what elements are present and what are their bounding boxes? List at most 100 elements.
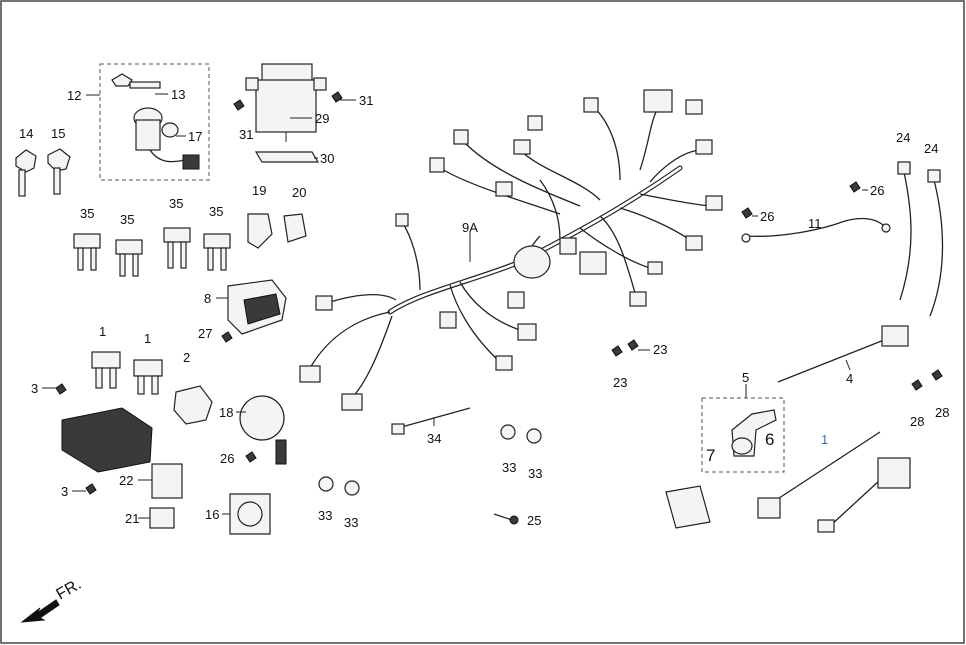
label-21: 21 [125, 511, 139, 526]
fuse-35-a-leg2 [90, 247, 97, 271]
label-6: 6 [765, 430, 774, 449]
label-1-b: 1 [144, 331, 151, 346]
harness-branch-q [589, 103, 621, 181]
rectifier-block [61, 407, 153, 473]
regulator-8-group [221, 279, 287, 343]
label-28-b: 28 [935, 405, 949, 420]
fuse-35-d-leg2 [220, 247, 227, 271]
connector-12 [629, 291, 647, 307]
label-12: 12 [67, 88, 81, 103]
key-13 [111, 73, 133, 87]
fuse-1-a [91, 351, 121, 369]
key-blade-13 [129, 81, 161, 89]
label-8: 8 [204, 291, 211, 306]
relay-21 [149, 507, 175, 529]
label-2: 2 [183, 350, 190, 365]
connector-3 [315, 295, 333, 311]
label-29: 29 [315, 111, 329, 126]
cable-tie-24-a-head [897, 161, 911, 175]
fuse-35-b-leg2 [132, 253, 139, 277]
connector-14 [705, 195, 723, 211]
label-31-a: 31 [239, 127, 253, 142]
label-26-a: 26 [220, 451, 234, 466]
screw-31-left [233, 99, 245, 111]
relay-20 [283, 213, 307, 243]
starter-relay [665, 485, 711, 529]
label-24-b: 24 [924, 141, 938, 156]
bolt-28-b [931, 369, 943, 381]
harness-branch-n [519, 149, 601, 201]
label-24-a: 24 [896, 130, 910, 145]
connector-4 [395, 213, 409, 227]
leader-lines [42, 93, 868, 519]
label-25: 25 [527, 513, 541, 528]
label-17: 17 [188, 129, 202, 144]
label-16: 16 [205, 507, 219, 522]
harness-branch-m [649, 149, 701, 183]
ignition-switch-group [99, 63, 210, 181]
part-2 [173, 385, 213, 425]
label-20: 20 [292, 185, 306, 200]
group-box-5 [701, 397, 785, 473]
connector-21 [643, 89, 673, 113]
connector-23 [527, 115, 543, 131]
fuse-1-a-leg1 [95, 367, 103, 389]
group-box-12 [99, 63, 210, 181]
connector-11 [647, 261, 663, 275]
cable-tie-24-b [929, 179, 944, 317]
harness-branch-k [619, 207, 691, 241]
clamp-33-c [318, 476, 334, 492]
ignition-switch-housing [135, 119, 161, 151]
horn-18-group [239, 395, 287, 465]
ecu-mount-left [245, 77, 259, 91]
key-15-blade [53, 167, 61, 195]
connector-22 [685, 99, 703, 115]
bolt-3-top [55, 383, 67, 395]
screw-23-b [627, 339, 639, 351]
label-3-a: 3 [31, 381, 38, 396]
label-33-b: 33 [528, 466, 542, 481]
fuse-1-b [133, 359, 163, 377]
key-15-head [47, 148, 71, 172]
coil-connector [817, 519, 835, 533]
label-35-d: 35 [209, 204, 223, 219]
screw-23-a [611, 345, 623, 357]
label-7: 7 [706, 446, 715, 465]
fuse-1-a-leg2 [109, 367, 117, 389]
ecu-group [233, 63, 343, 163]
relay-19-20-group [247, 213, 307, 249]
plug-cap-7 [731, 437, 753, 455]
label-22: 22 [119, 473, 133, 488]
fuse-1-b-leg2 [151, 375, 159, 395]
connector-17 [453, 129, 469, 145]
front-direction-label: FR. [54, 576, 85, 604]
coil-plug [757, 497, 781, 519]
bolt-26-c [849, 181, 861, 193]
screw-27 [221, 331, 233, 343]
harness-branch-b [351, 315, 393, 399]
bolt-3-bottom [85, 483, 97, 495]
harness-branch-c [329, 294, 397, 303]
bracket-16-hole [237, 501, 263, 527]
label-33-a: 33 [502, 460, 516, 475]
callout-labels: 12 13 17 14 15 29 31 31 30 19 20 35 35 3… [19, 87, 949, 530]
label-19: 19 [252, 183, 266, 198]
harness-branch-h [539, 179, 561, 241]
fuse-35-b-leg1 [119, 253, 126, 277]
label-35-a: 35 [80, 206, 94, 221]
label-23-b: 23 [613, 375, 627, 390]
label-11: 11 [808, 216, 822, 231]
clamp-33-d [344, 480, 360, 496]
connector-20 [583, 97, 599, 113]
key-14-head [15, 149, 37, 173]
label-35-c: 35 [169, 196, 183, 211]
label-31-b: 31 [359, 93, 373, 108]
clamp-33-b [526, 428, 542, 444]
relay-19 [247, 213, 273, 249]
harness-branch-l [639, 193, 711, 207]
label-4: 4 [846, 371, 853, 386]
screw-25 [493, 513, 513, 521]
harness-branch-e [449, 284, 501, 363]
